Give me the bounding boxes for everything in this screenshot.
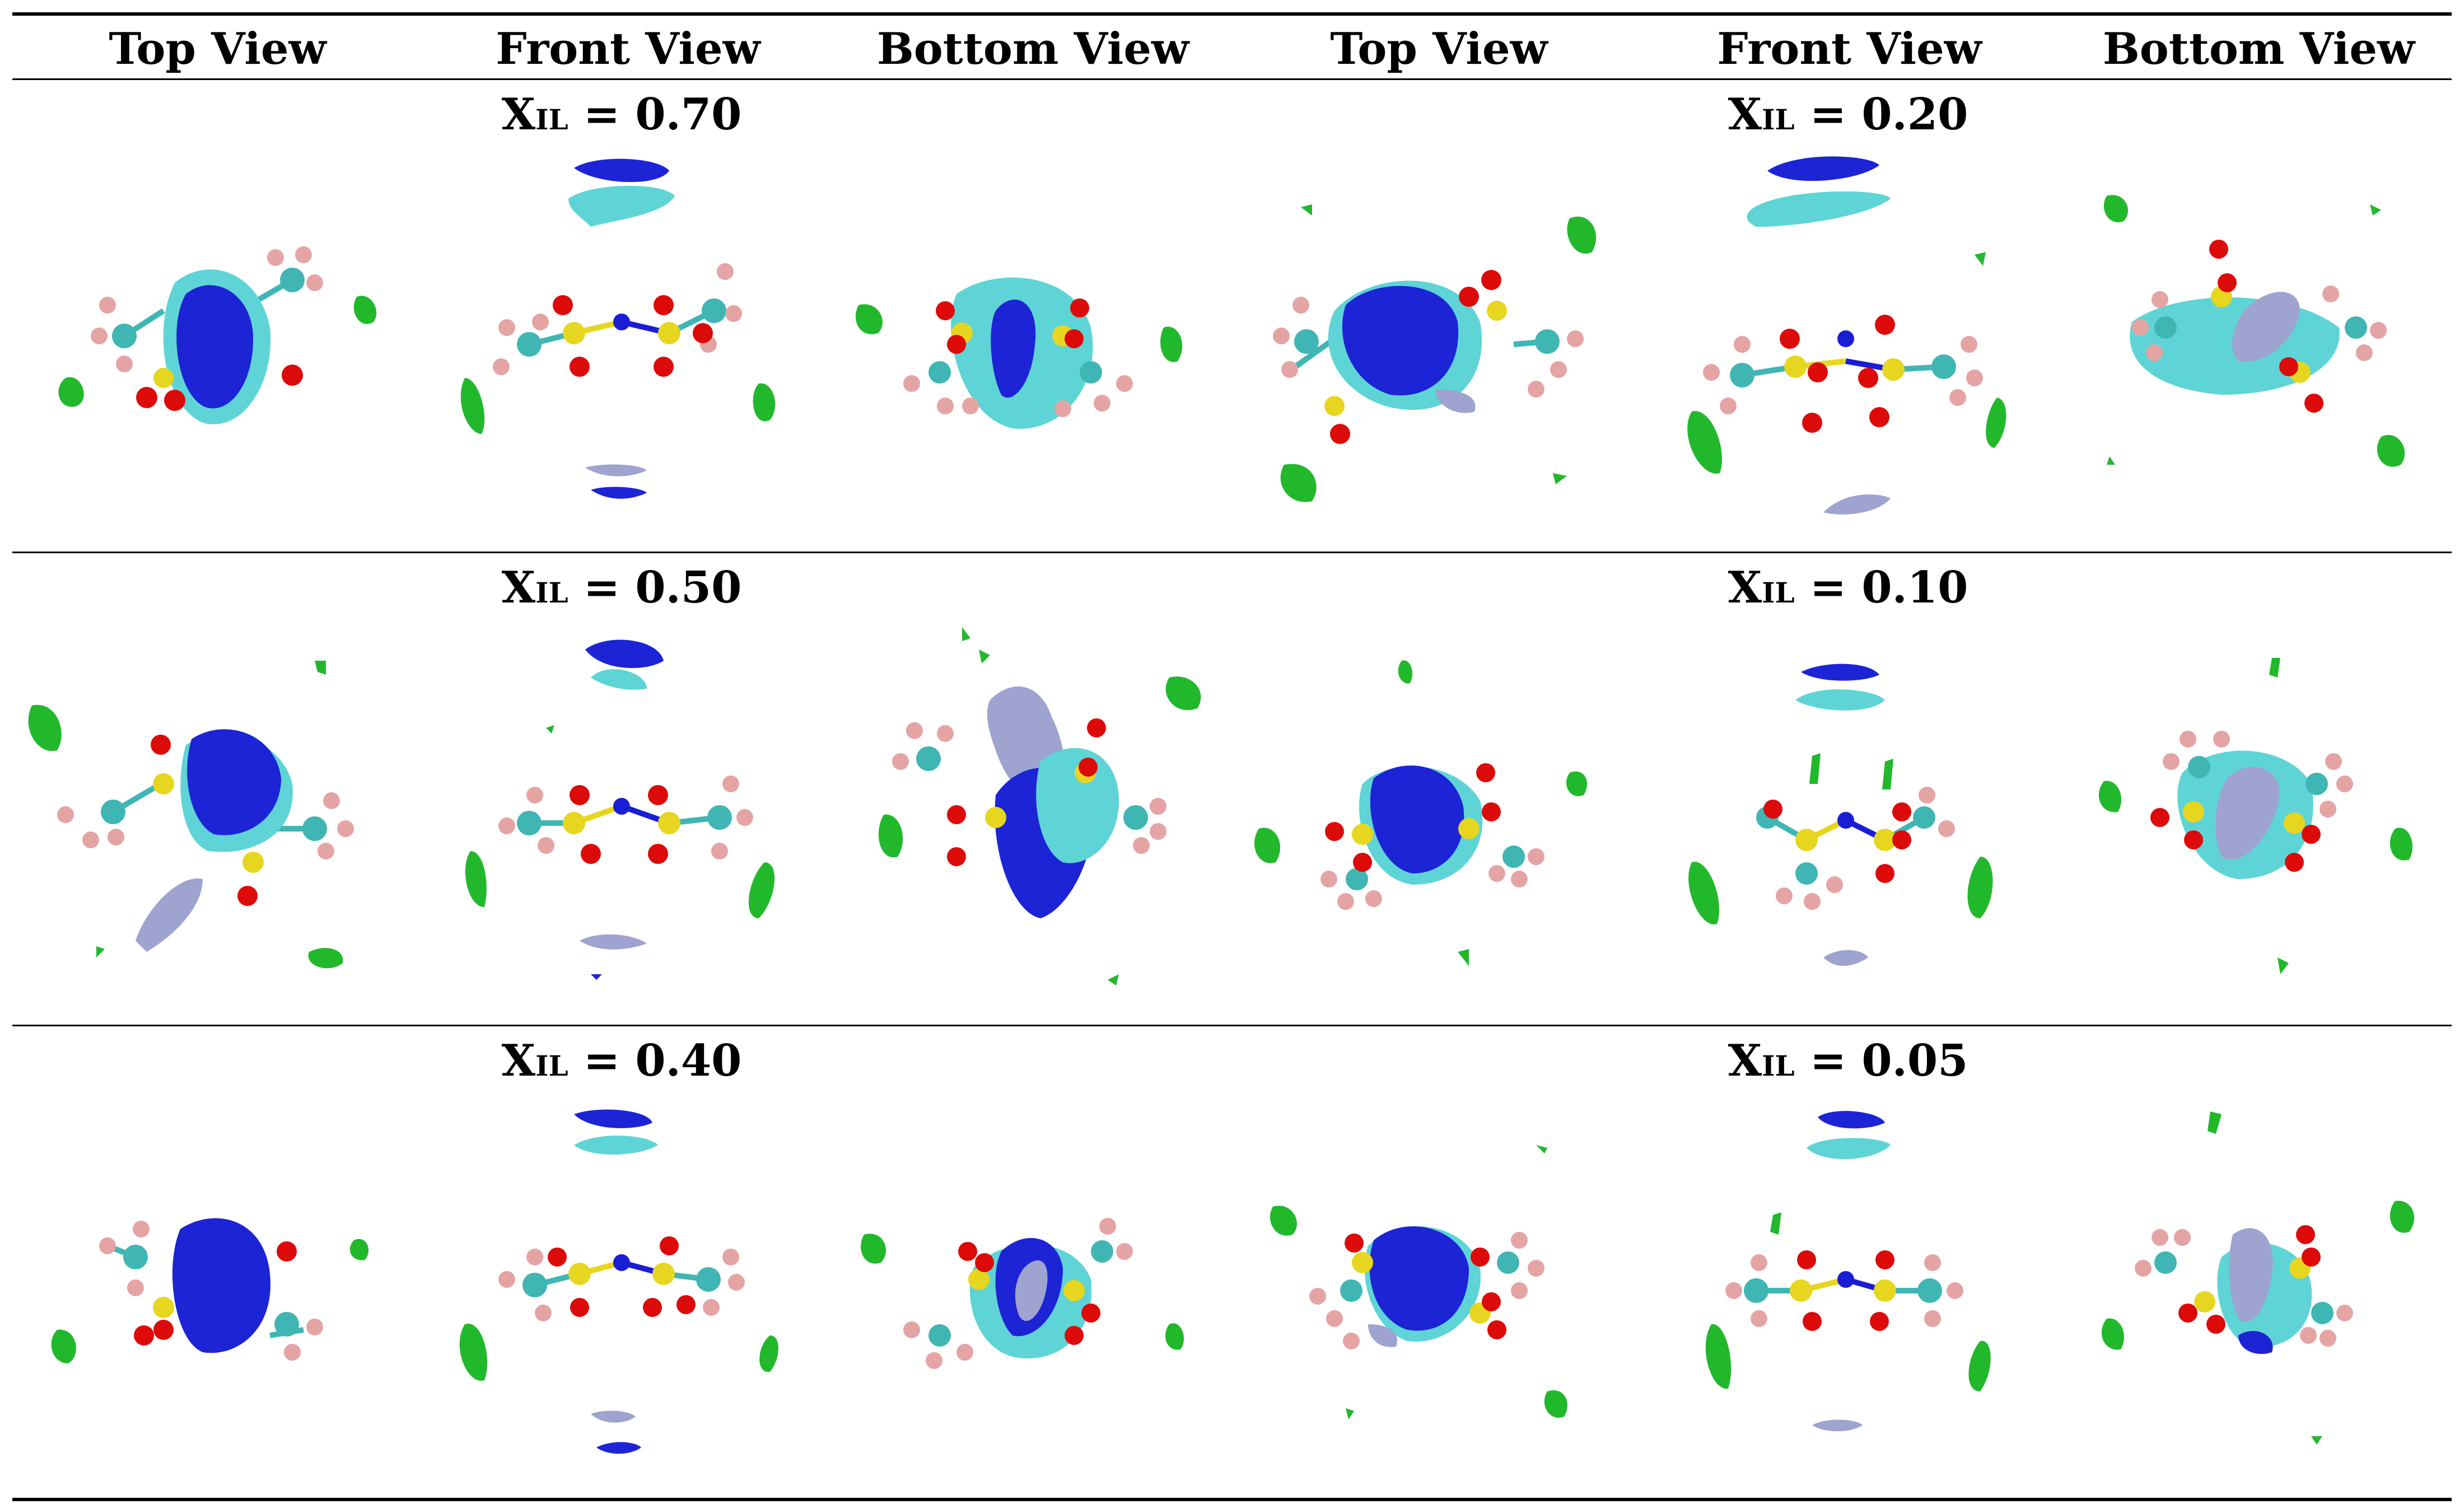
molecule-isosurface-figure [2098,658,2412,974]
column-header-front-view-right: Front View [1717,24,1982,74]
molecule-isosurface-figure [861,1218,1184,1369]
molecule-isosurface-figure [878,627,1201,985]
molecule-isosurface-figure [855,277,1183,429]
sdf-top-view-cell [12,143,423,524]
molecule-isosurface-figure [1688,664,1993,966]
molecule-isosurface-figure [58,246,377,424]
molecule-isosurface-figure [2101,1111,2415,1445]
mole-fraction-label: XIL = 0.20 [1540,87,2156,148]
molecule-isosurface-figure [465,639,775,980]
column-header-front-view-left: Front View [496,24,760,74]
mole-fraction-label: XIL = 0.10 [1540,560,2156,621]
sdf-top-view-cell [1234,143,1644,524]
mole-fraction-symbol: X [501,562,536,613]
mole-fraction-label: XIL = 0.40 [314,1033,930,1094]
mole-fraction-subscript: IL [1762,576,1795,609]
molecule-isosurface-figure [2103,195,2405,467]
row-divider-1 [12,552,2452,553]
sdf-bottom-view-cell [2054,616,2464,997]
mole-fraction-symbol: X [501,89,536,140]
sdf-front-view-cell [1644,143,2055,524]
mole-fraction-symbol: X [1728,1035,1762,1086]
sdf-bottom-view-cell [828,616,1238,997]
molecule-isosurface-figure [1270,1145,1567,1419]
sdf-top-view-cell [1234,616,1644,997]
sdf-front-view-cell [423,143,833,524]
mole-fraction-symbol: X [1728,89,1762,140]
top-rule [12,12,2452,16]
molecule-isosurface-figure [460,158,776,499]
sdf-front-view-cell [1644,616,2055,997]
mole-fraction-subscript: IL [1762,103,1795,136]
sdf-bottom-view-cell [2054,143,2464,524]
sdf-bottom-view-cell [2054,1089,2464,1470]
molecule-isosurface-figure [1273,204,1597,502]
sdf-bottom-view-cell [828,143,1238,524]
mole-fraction-subscript: IL [535,576,568,609]
molecule-isosurface-figure [28,661,354,969]
mole-fraction-label: XIL = 0.05 [1540,1033,2156,1094]
mole-fraction-subscript: IL [535,1049,568,1082]
mole-fraction-label: XIL = 0.50 [314,560,930,621]
mole-fraction-symbol: X [501,1035,536,1086]
molecule-isosurface-figure [1687,156,2006,515]
mole-fraction-value: = 0.10 [1809,562,1968,613]
mole-fraction-value: = 0.20 [1809,89,1968,140]
sdf-front-view-cell [423,616,833,997]
mole-fraction-value: = 0.70 [583,89,742,140]
sdf-top-view-cell [1234,1089,1644,1470]
mole-fraction-subscript: IL [535,103,568,136]
sdf-top-view-cell [12,1089,423,1470]
mole-fraction-symbol: X [1728,562,1762,613]
bottom-rule [12,1498,2452,1501]
molecule-isosurface-figure [1254,660,1587,966]
sdf-front-view-cell [1644,1089,2055,1470]
mole-fraction-value: = 0.05 [1809,1035,1968,1086]
sdf-front-view-cell [423,1089,833,1470]
mole-fraction-value: = 0.50 [583,562,742,613]
molecule-isosurface-figure [51,1218,369,1363]
mole-fraction-label: XIL = 0.70 [314,87,930,148]
mole-fraction-subscript: IL [1762,1049,1795,1082]
molecule-isosurface-figure [459,1109,778,1454]
molecule-isosurface-figure [1705,1111,1991,1432]
row-divider-2 [12,1025,2452,1026]
column-header-top-view-right: Top View [1330,24,1548,74]
sdf-bottom-view-cell [828,1089,1238,1470]
mole-fraction-value: = 0.40 [583,1035,742,1086]
sdf-top-view-cell [12,616,423,997]
column-header-top-view-left: Top View [109,24,326,74]
column-header-bottom-view-right: Bottom View [2102,24,2415,74]
header-rule [12,78,2452,80]
column-header-bottom-view-left: Bottom View [876,24,1189,74]
